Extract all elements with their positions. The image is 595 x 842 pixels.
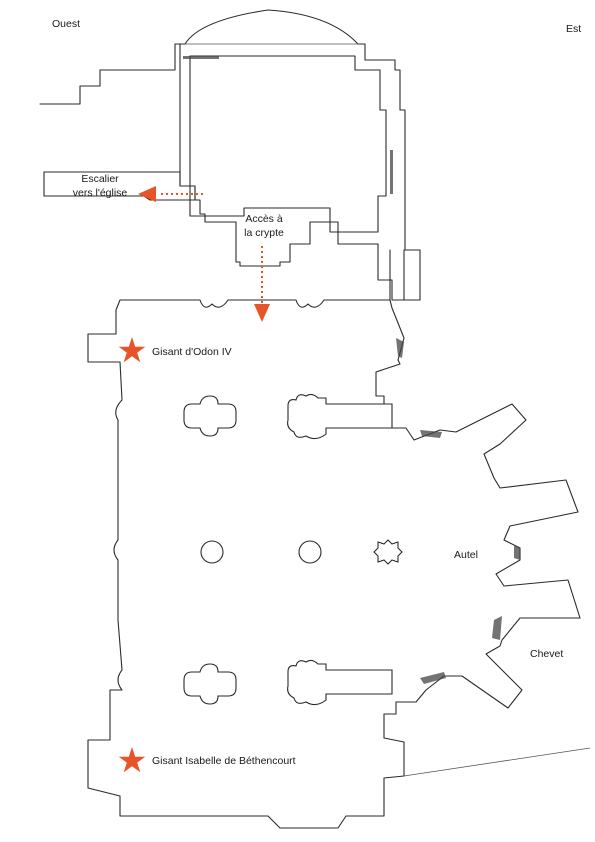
access-label-line1: Accès à (245, 213, 283, 225)
wall-shade (183, 56, 219, 59)
wall-shade (492, 616, 502, 640)
stair-passage-outline (43, 171, 196, 201)
wall-shade (420, 672, 446, 684)
wall-shade (390, 150, 393, 194)
crypt-hall (87, 249, 591, 829)
pillar-round (298, 540, 322, 564)
gisant-isabelle-label: Gisant Isabelle de Béthencourt (152, 755, 296, 767)
wall-shade (514, 546, 520, 560)
wall-shade (396, 338, 404, 358)
pillars (183, 395, 403, 705)
star-icon (118, 337, 146, 363)
access-arrow (254, 246, 270, 322)
exterior-wall-line (403, 747, 591, 777)
west-annex-wall (39, 43, 181, 105)
east-label: Est (566, 23, 582, 35)
upper-structure (39, 9, 421, 301)
pier-north-east (287, 393, 393, 440)
arrow-icon (254, 304, 270, 322)
stair-arrow (138, 186, 203, 202)
west-label: Ouest (52, 18, 81, 30)
pillar-round (200, 540, 224, 564)
engaged-piers (287, 393, 393, 706)
crypt-outline (87, 299, 581, 829)
upper-hall-outline (179, 9, 421, 301)
altar-label: Autel (454, 549, 478, 561)
upper-inner-outline (189, 55, 387, 233)
chevet-label: Chevet (530, 648, 564, 660)
stair-label-line2: vers l'église (72, 187, 128, 199)
stair-label: Escalier vers l'église (60, 172, 140, 200)
pier-south-east (287, 659, 393, 706)
gisant-odon-label: Gisant d'Odon IV (152, 346, 232, 358)
arrow-icon (138, 186, 156, 202)
pillar-cruciform (183, 663, 237, 705)
wall-shade (420, 430, 442, 438)
corridor-wall (389, 249, 405, 301)
access-label-line2: la crypte (244, 227, 284, 239)
star-icon (118, 747, 146, 773)
pillar-lobed (373, 539, 403, 565)
stair-label-line1: Escalier (81, 173, 119, 185)
pillar-cruciform (183, 395, 237, 437)
access-label: Accès à la crypte (232, 212, 296, 240)
